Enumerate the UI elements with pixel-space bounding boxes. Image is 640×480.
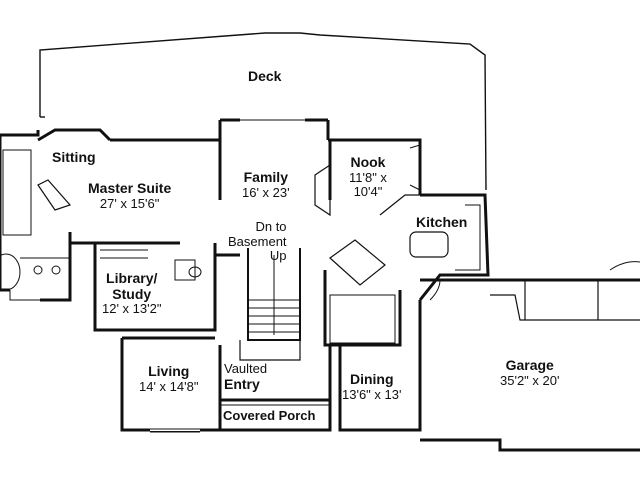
entry-walls	[218, 345, 332, 400]
entry-line1: Vaulted	[224, 361, 268, 376]
sitting-name: Sitting	[52, 149, 96, 165]
master-suite-dims: 27' x 15'6"	[99, 195, 160, 211]
kitchen-island	[409, 231, 449, 258]
library-walls	[93, 243, 217, 332]
nook-walls	[330, 138, 422, 195]
dining-dims: 13'6" x 13'	[342, 386, 402, 402]
library-name-line1: Library/	[106, 270, 158, 286]
nook-label: Nook 11'8" x 10'4"	[349, 154, 387, 200]
library-dims: 12' x 13'2"	[102, 301, 162, 317]
porch-label: Covered Porch	[223, 408, 316, 424]
master-suite-name: Master Suite	[88, 180, 172, 196]
nook-name: Nook	[350, 154, 386, 170]
fireplace	[37, 179, 72, 211]
entry-label: Vaulted Entry	[224, 361, 268, 392]
library-name-line2: Study	[112, 285, 152, 302]
family-label: Family 16' x 23'	[242, 169, 290, 200]
living-label: Living 14' x 14'8"	[139, 363, 199, 394]
garage-walls	[420, 278, 640, 452]
nook-dims-line1: 11'8" x	[349, 169, 387, 185]
stairs-label: Dn to Basement Up	[228, 219, 287, 264]
entry-line2: Entry	[224, 375, 260, 392]
stair-block	[247, 248, 301, 341]
kitchen-label: Kitchen	[416, 214, 468, 231]
family-dims: 16' x 23'	[242, 184, 290, 200]
nook-dims-line2: 10'4"	[353, 184, 383, 200]
garage-name: Garage	[505, 357, 554, 373]
library-label: Library/ Study 12' x 13'2"	[102, 270, 162, 317]
dining-walls	[323, 270, 402, 347]
kitchen-outer	[418, 193, 490, 301]
deck-outline	[39, 32, 487, 191]
tub-outline	[0, 253, 21, 291]
porch-name: Covered Porch	[223, 408, 316, 423]
family-name: Family	[243, 169, 288, 185]
deck-name: Deck	[248, 68, 282, 84]
stairs-line2: Basement	[228, 233, 287, 249]
stairs-line3: Up	[269, 248, 287, 264]
deck-label: Deck	[248, 68, 282, 85]
living-name: Living	[148, 363, 190, 379]
living-dims: 14' x 14'8"	[139, 378, 199, 394]
porch-box	[218, 398, 332, 432]
master-suite-label: Master Suite 27' x 15'6"	[88, 180, 172, 211]
dining-label: Dining 13'6" x 13'	[342, 371, 402, 402]
garage-dims: 35'2" x 20'	[500, 372, 560, 388]
dining-name: Dining	[349, 371, 394, 387]
stairs-line1: Dn to	[255, 219, 287, 234]
shower-outline	[2, 149, 32, 236]
family-fireplace	[314, 163, 331, 217]
garage-label: Garage 35'2" x 20'	[500, 357, 560, 388]
sitting-bay	[37, 128, 112, 142]
sitting-label: Sitting	[52, 149, 96, 166]
kitchen-name: Kitchen	[416, 214, 468, 230]
